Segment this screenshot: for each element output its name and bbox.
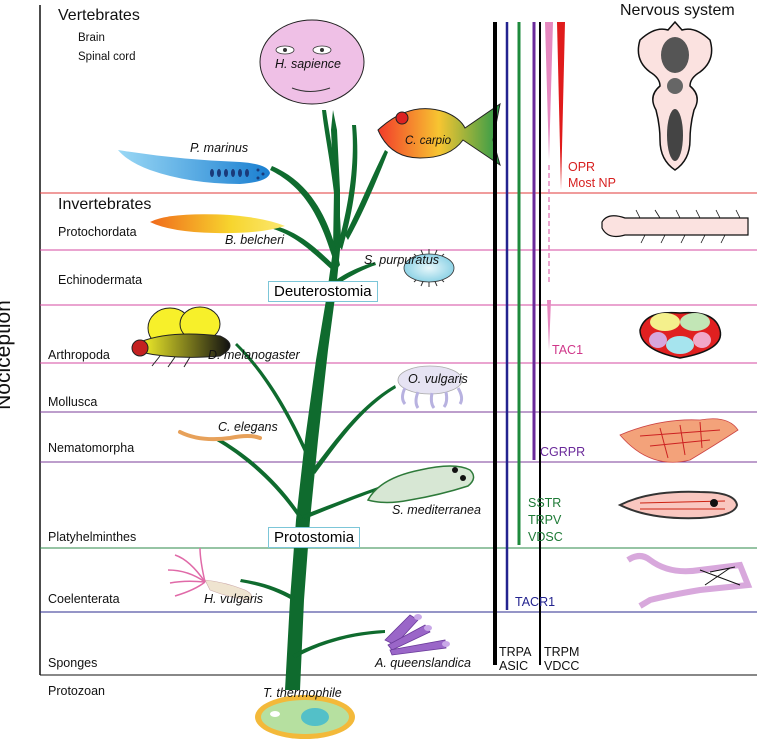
group-vertebrates: Vertebrates <box>58 7 140 24</box>
nematode-nervous-system-illustration <box>619 418 739 463</box>
branch-urchin <box>336 262 376 284</box>
receptor-sstr: SSTR <box>528 496 562 510</box>
nervous-system-title: Nervous system <box>620 2 735 19</box>
sea-urchin-illustration <box>403 249 455 287</box>
receptor-trpv: TRPV <box>528 513 562 527</box>
sponge-illustration <box>384 614 450 656</box>
part-brain: Brain <box>78 32 105 44</box>
species-b-belcheri: B. belcheri <box>225 233 285 247</box>
part-spinal-cord: Spinal cord <box>78 51 136 63</box>
octopus-illustration <box>397 365 464 409</box>
species-h-vulgaris: H. vulgaris <box>204 592 264 606</box>
group-mollusca: Mollusca <box>48 395 98 409</box>
group-platyhelminthes: Platyhelminthes <box>48 530 137 544</box>
branch-amphioxus <box>270 225 335 270</box>
group-sponges: Sponges <box>48 656 98 670</box>
group-nematomorpha: Nematomorpha <box>48 441 135 455</box>
group-coelenterata: Coelenterata <box>48 592 120 606</box>
species-t-thermophile: T. thermophile <box>263 686 342 700</box>
branch-sponge <box>292 630 385 658</box>
hydra-nerve-net-illustration <box>626 553 753 609</box>
tac1-bar-lower <box>547 300 551 350</box>
branch-lamprey <box>270 166 340 270</box>
group-arthropoda: Arthropoda <box>48 348 110 362</box>
species-d-melanogaster: D. melanogaster <box>208 348 300 362</box>
receptor-vdcc: VDCC <box>544 659 580 673</box>
receptor-vdsc: VDSC <box>528 530 563 544</box>
amphioxus-nervous-system-illustration <box>601 209 749 244</box>
clade-protostomia: Protostomia <box>268 527 361 548</box>
y-axis-label: Nociception <box>0 300 15 410</box>
amphioxus-illustration <box>150 214 285 234</box>
planarian-illustration <box>366 465 475 504</box>
lamprey-illustration <box>118 150 270 184</box>
branch-human <box>322 110 341 240</box>
species-s-mediterranea: S. mediterranea <box>392 503 481 517</box>
tetrahymena-illustration <box>255 695 355 739</box>
group-echinodermata: Echinodermata <box>58 273 143 287</box>
species-c-carpio: C. carpio <box>405 135 452 147</box>
opr-bar <box>557 22 565 190</box>
branch-hydra <box>240 579 295 600</box>
species-p-marinus: P. marinus <box>190 141 249 155</box>
branch-fish <box>338 125 358 250</box>
branch-worm <box>215 437 303 520</box>
branch-octopus <box>312 385 396 474</box>
human-face-illustration <box>259 19 365 105</box>
species-c-elegans: C. elegans <box>218 420 278 434</box>
species-o-vulgaris: O. vulgaris <box>408 372 468 386</box>
vertebrate-nervous-system-illustration <box>637 20 713 171</box>
species-a-queenslandica: A. queenslandica <box>375 656 471 670</box>
receptor-asic: ASIC <box>499 659 529 673</box>
tree-trunk <box>285 110 340 690</box>
fruit-fly-illustration <box>131 306 231 368</box>
receptor-tac1: TAC1 <box>552 343 584 357</box>
group-invertebrates: Invertebrates <box>58 196 152 213</box>
receptor-most-np: Most NP <box>568 176 616 190</box>
branch-upper-right <box>345 150 388 240</box>
receptor-tacr1: TACR1 <box>515 595 556 609</box>
c-elegans-illustration <box>178 430 262 442</box>
receptor-opr: OPR <box>568 160 596 174</box>
species-s-purpuratus: S. purpuratus <box>364 253 440 267</box>
tac1-bar-top <box>545 22 553 160</box>
group-protozoan: Protozoan <box>48 684 105 698</box>
planarian-nervous-system-illustration <box>617 490 739 520</box>
divider-lines <box>40 192 757 676</box>
branch-fly <box>235 343 315 470</box>
receptor-cgrpr: CGRPR <box>540 445 586 459</box>
receptor-trpm: TRPM <box>544 645 580 659</box>
receptor-bars <box>493 22 565 665</box>
clade-deuterostomia: Deuterostomia <box>268 281 378 302</box>
group-protochordata: Protochordata <box>58 225 137 239</box>
receptor-trpa: TRPA <box>499 645 532 659</box>
insect-brain-illustration <box>639 311 722 359</box>
branch-planaria <box>303 487 379 519</box>
species-h-sapience: H. sapience <box>275 57 342 71</box>
hydra-illustration <box>167 547 252 601</box>
